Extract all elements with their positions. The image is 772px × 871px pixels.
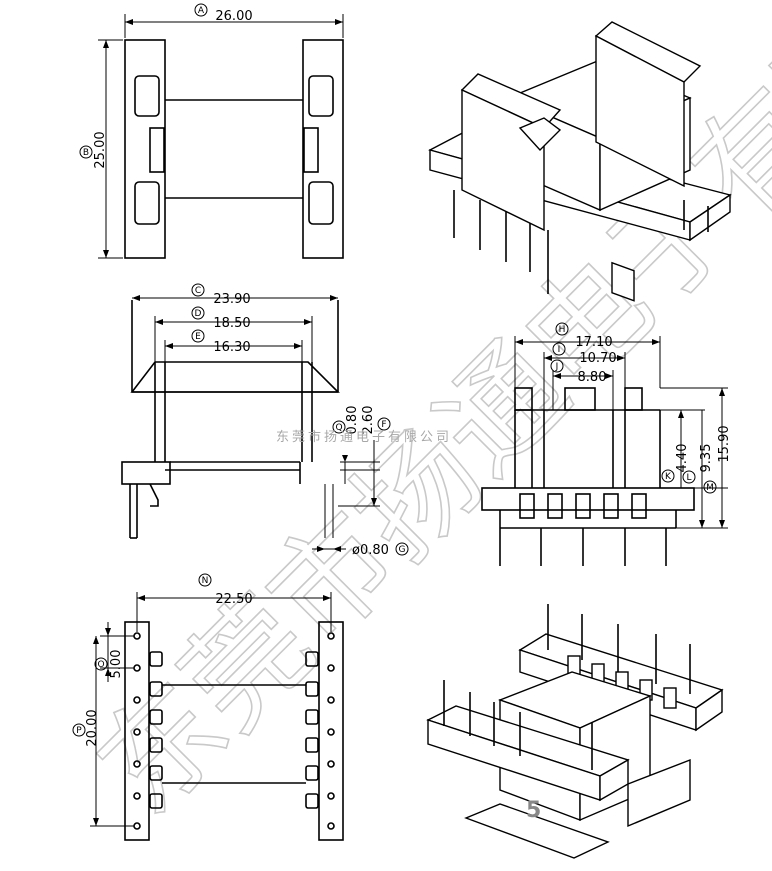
isometric-view-top: [428, 21, 732, 302]
side-view: H 17.10 I 10.70 J 8.80 4.40 9.35 15.90: [481, 322, 732, 566]
tag-o: O: [97, 660, 104, 670]
tag-k: K: [665, 472, 672, 482]
front-base-left: [121, 461, 171, 485]
left-upper-slot: [134, 75, 160, 117]
dim-n-value: 22.50: [215, 592, 252, 607]
dim-a-value: 26.00: [215, 9, 252, 24]
tag-l: L: [686, 473, 691, 483]
dim-p-value: 20.00: [85, 709, 100, 746]
tag-c: C: [195, 286, 201, 296]
tag-b: B: [83, 148, 89, 158]
dim-k-value: 4.40: [675, 444, 690, 473]
tag-f: F: [381, 420, 386, 430]
tag-p: P: [76, 726, 82, 736]
dim-g-value: ø0.80: [352, 543, 389, 558]
tag-m: M: [706, 483, 714, 493]
page-number: 5: [526, 798, 542, 823]
tag-e: E: [195, 332, 201, 342]
right-mid-tab: [303, 127, 319, 173]
dim-i-value: 10.70: [579, 351, 616, 366]
dim-h-value: 17.10: [575, 335, 612, 350]
dim-c-value: 23.90: [213, 292, 250, 307]
front-view: C 23.90 D 18.50 E 16.30 Q 0.80 F 2.60: [121, 283, 409, 558]
tag-i: I: [558, 345, 561, 355]
tag-j: J: [555, 362, 559, 372]
dim-o-value: 5.00: [109, 650, 124, 679]
tag-h: H: [559, 325, 566, 335]
tag-q: Q: [335, 423, 342, 433]
dim-m-value: 15.90: [717, 425, 732, 462]
tag-d: D: [195, 309, 202, 319]
left-flange: [124, 39, 166, 259]
isometric-view-bottom: [426, 604, 724, 859]
dim-j-value: 8.80: [578, 370, 607, 385]
side-right-cap: [624, 387, 643, 411]
dim-e-value: 16.30: [213, 340, 250, 355]
dim-b-value: 25.00: [93, 131, 108, 168]
right-flange: [302, 39, 344, 259]
side-base-plate: [481, 487, 695, 511]
dim-l-value: 9.35: [699, 444, 714, 473]
dim-q-value: 0.80: [345, 406, 360, 435]
top-view: A 26.00 B 25.00: [79, 3, 344, 259]
dim-d-value: 18.50: [213, 316, 250, 331]
left-lower-slot: [134, 181, 160, 225]
dim-f-value: 2.60: [361, 406, 376, 435]
watermark-small-text: 东莞市扬通电子有限公司: [276, 429, 452, 445]
tag-n: N: [202, 576, 209, 586]
right-lower-slot: [308, 181, 334, 225]
right-upper-slot: [308, 75, 334, 117]
left-mid-tab: [149, 127, 165, 173]
tag-a: A: [198, 6, 205, 16]
bottom-view: N 22.50 O 5.00 P 20.00: [72, 573, 344, 841]
tag-g: G: [399, 545, 406, 555]
